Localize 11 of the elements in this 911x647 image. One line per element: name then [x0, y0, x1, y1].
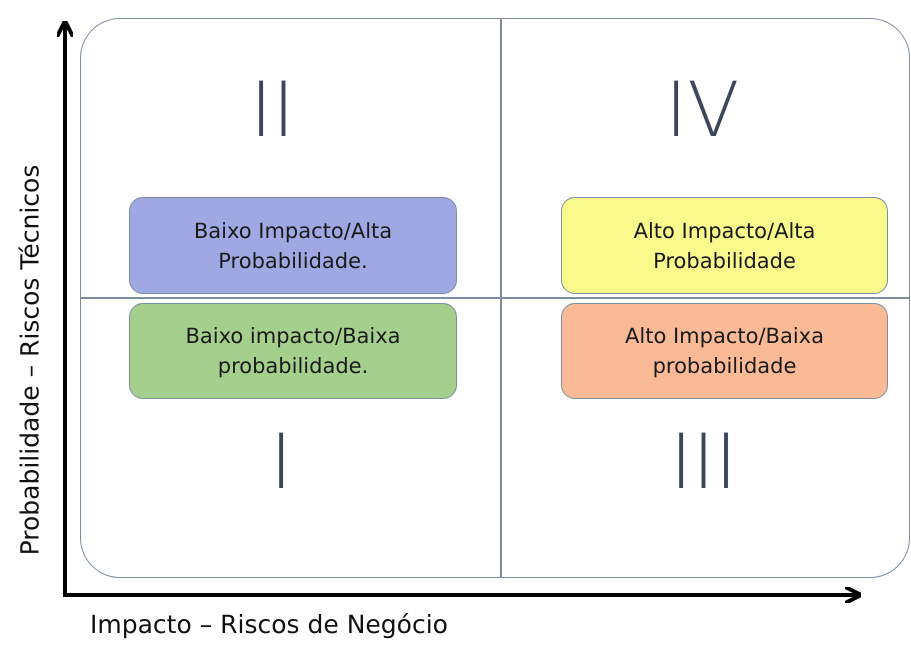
- quadrant-numeral: II: [250, 72, 295, 148]
- quadrant-frame: [80, 18, 910, 578]
- axis-label: Impacto – Riscos de Negócio: [90, 612, 448, 637]
- quadrant-box: Alto Impacto/Baixa probabilidade: [561, 303, 888, 399]
- quadrant-box: Baixo Impacto/Alta Probabilidade.: [129, 197, 457, 294]
- quadrant-numeral: IV: [665, 72, 740, 148]
- axis-label: Probabilidade – Riscos Técnicos: [18, 164, 42, 556]
- quadrant-box: Baixo impacto/Baixa probabilidade.: [129, 303, 457, 399]
- quadrant-box: Alto Impacto/Alta Probabilidade: [561, 197, 888, 294]
- quadrant-numeral: I: [270, 424, 292, 500]
- quadrant-numeral: III: [670, 424, 738, 500]
